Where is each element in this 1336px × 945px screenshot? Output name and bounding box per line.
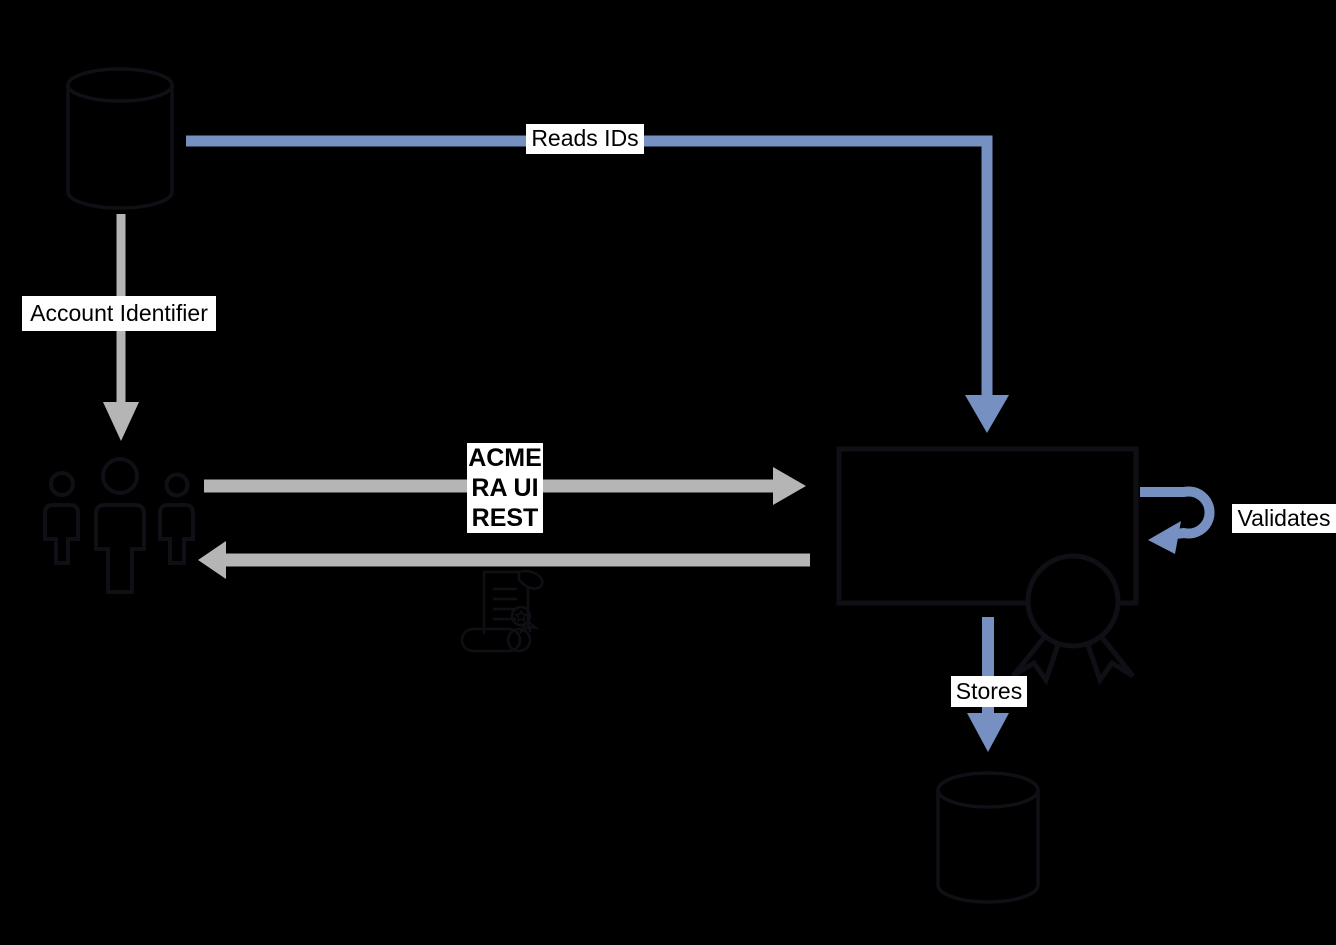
scroll-seal-ribbon bbox=[526, 618, 540, 633]
scroll-roll bbox=[460, 627, 522, 653]
validates-text: Validates bbox=[1237, 504, 1331, 531]
acme-line3-text: REST bbox=[471, 504, 539, 532]
stores-arrowhead bbox=[967, 713, 1009, 752]
user-right-body bbox=[158, 503, 195, 565]
reads-ids-arrow-line bbox=[186, 135, 993, 396]
request-arrowhead bbox=[773, 467, 806, 505]
stores-text: Stores bbox=[955, 677, 1023, 704]
users-icon bbox=[43, 457, 195, 594]
acme-line2-text: RA UI bbox=[471, 474, 539, 502]
badge-circle bbox=[1025, 553, 1121, 649]
validates-label: Validates bbox=[1232, 504, 1336, 533]
scroll-seal bbox=[510, 605, 532, 627]
scroll-top-curl bbox=[517, 569, 544, 590]
scroll-roll-end bbox=[506, 627, 532, 653]
account-identifier-label: Account Identifier bbox=[22, 296, 216, 331]
user-left-head bbox=[49, 471, 75, 497]
reads-ids-arrowhead bbox=[965, 395, 1009, 433]
acme-ra-ui-rest-label: ACME RA UI REST bbox=[467, 443, 543, 533]
validates-arrowhead bbox=[1148, 521, 1181, 554]
certificate-badge-icon bbox=[1011, 553, 1135, 686]
reads-ids-text: Reads IDs bbox=[531, 125, 639, 152]
stores-label: Stores bbox=[951, 676, 1027, 707]
source-database-icon bbox=[66, 67, 174, 210]
store-database-body bbox=[936, 790, 1040, 904]
scroll-seal-star bbox=[514, 609, 529, 623]
account-identifier-arrowhead bbox=[103, 402, 139, 441]
store-database-icon bbox=[936, 771, 1040, 904]
store-database-top bbox=[936, 771, 1040, 809]
user-center-head bbox=[101, 457, 139, 495]
source-database-body bbox=[66, 85, 174, 210]
scroll-sheet-edge bbox=[482, 570, 519, 634]
user-left-body bbox=[43, 503, 80, 565]
validates-loop-line bbox=[1140, 486, 1215, 539]
user-center-body bbox=[94, 503, 146, 594]
response-arrowhead bbox=[198, 541, 226, 579]
reads-ids-label: Reads IDs bbox=[526, 124, 644, 154]
acme-line1-text: ACME bbox=[468, 444, 542, 472]
user-right-head bbox=[164, 472, 190, 498]
source-database-top bbox=[66, 67, 174, 103]
scroll-seal-ribbon bbox=[519, 621, 529, 636]
account-identifier-text: Account Identifier bbox=[30, 299, 208, 326]
certificate-scroll-icon bbox=[460, 569, 544, 653]
